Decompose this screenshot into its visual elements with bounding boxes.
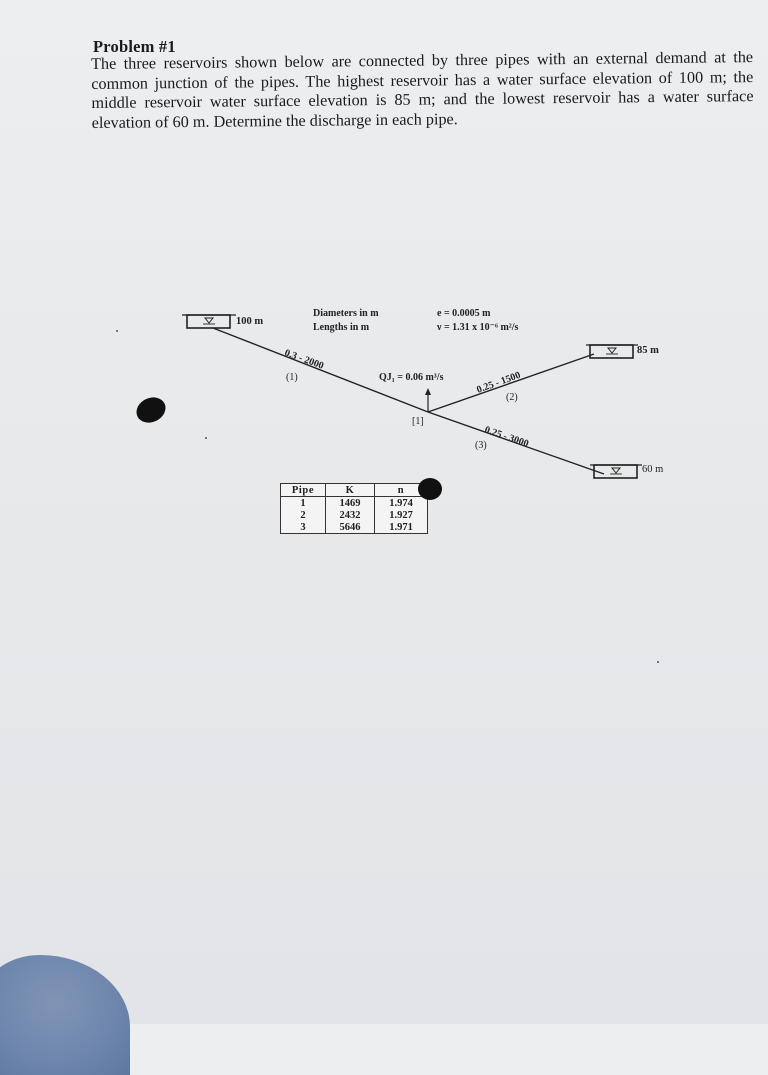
junction-label: [1] bbox=[412, 416, 424, 427]
ink-blot-table bbox=[418, 478, 442, 500]
table-cell-k: 2432 bbox=[325, 509, 375, 521]
demand-arrow-head bbox=[425, 388, 431, 395]
table-cell-n: 1.971 bbox=[374, 521, 428, 534]
reservoir-low bbox=[590, 464, 642, 479]
lengths-note: Lengths in m bbox=[313, 322, 370, 333]
pipe-3-spec: 0.25 - 3000 bbox=[483, 424, 530, 449]
paper-speck bbox=[657, 661, 659, 663]
paper-speck bbox=[205, 437, 207, 439]
pipe-2-line bbox=[427, 353, 595, 413]
reservoir-middle bbox=[586, 344, 638, 359]
pipe-coefficient-table: Pipe K n 1 1469 1.974 2 2432 1.927 3 564… bbox=[280, 483, 428, 534]
roughness-constant: e = 0.0005 m bbox=[437, 308, 491, 319]
table-cell-k: 5646 bbox=[325, 521, 375, 534]
table-cell-pipe: 2 bbox=[280, 509, 326, 521]
viscosity-constant: ν = 1.31 x 10⁻⁶ m²/s bbox=[436, 322, 519, 333]
homework-sheet: Problem #1 The three reservoirs shown be… bbox=[0, 37, 754, 1075]
reservoir-middle-elevation: 85 m bbox=[637, 345, 659, 356]
table-header-k: K bbox=[325, 483, 375, 497]
pipe-1-number: (1) bbox=[286, 372, 298, 383]
reservoir-pipe-diagram: 100 m 85 m 60 m Diameters in m Lengths i… bbox=[182, 308, 663, 479]
diameters-note: Diameters in m bbox=[313, 308, 379, 319]
table-cell-k: 1469 bbox=[325, 496, 375, 509]
pipe-2-number: (2) bbox=[506, 392, 518, 403]
pipe-3-line bbox=[427, 411, 605, 475]
junction-demand: QJ₁ = 0.06 m³/s bbox=[379, 372, 444, 383]
problem-title: Problem #1 bbox=[93, 37, 176, 56]
pipe-1-spec: 0.3 - 2000 bbox=[283, 347, 325, 371]
reservoir-low-elevation: 60 m bbox=[642, 464, 663, 475]
reservoir-high-elevation: 100 m bbox=[236, 316, 263, 327]
pipe-1-line bbox=[212, 327, 429, 413]
table-cell-n: 1.927 bbox=[374, 509, 428, 521]
table-cell-pipe: 3 bbox=[280, 521, 326, 534]
reservoir-high bbox=[182, 314, 236, 329]
table-cell-n: 1.974 bbox=[374, 496, 428, 509]
pipe-3-number: (3) bbox=[475, 440, 487, 451]
table-row: 1 1469 1.974 bbox=[280, 496, 428, 509]
table-header-pipe: Pipe bbox=[280, 483, 326, 497]
table-row: 3 5646 1.971 bbox=[280, 521, 428, 534]
table-row: 2 2432 1.927 bbox=[280, 509, 428, 521]
table-cell-pipe: 1 bbox=[280, 496, 326, 509]
paper-speck bbox=[116, 330, 118, 332]
table-header-row: Pipe K n bbox=[280, 483, 428, 497]
